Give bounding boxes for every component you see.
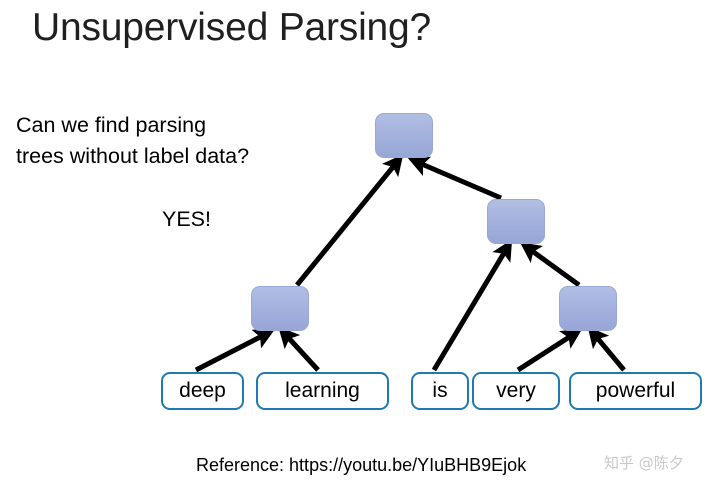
tree-edge-leaf-very-to-node-adjp-very-powerful — [516, 328, 583, 373]
leaf-word-is[interactable]: is — [411, 372, 469, 410]
leaf-label: very — [496, 378, 536, 402]
tree-edge-leaf-is-to-node-vp — [431, 239, 513, 372]
page-title: Unsupervised Parsing? — [32, 6, 432, 49]
tree-edge-leaf-learning-to-node-np-deep-learning — [278, 326, 320, 372]
leaf-label: learning — [285, 378, 360, 402]
tree-edge-leaf-deep-to-node-np-deep-learning — [194, 329, 275, 373]
answer-text: YES! — [162, 207, 211, 231]
leaf-word-very[interactable]: very — [472, 372, 560, 410]
leaf-word-learning[interactable]: learning — [256, 372, 389, 410]
question-text: Can we find parsing trees without label … — [16, 113, 250, 168]
watermark-text: 知乎 @陈夕 — [604, 454, 684, 472]
leaf-label: powerful — [595, 378, 676, 402]
leaf-word-powerful[interactable]: powerful — [569, 372, 702, 410]
tree-node-np-deep-learning[interactable] — [251, 286, 309, 331]
reference-link[interactable]: Reference: https://youtu.be/YIuBHB9Ejok — [196, 455, 527, 475]
leaf-label: is — [432, 378, 448, 402]
tree-edge-leaf-powerful-to-node-adjp-very-powerful — [587, 326, 626, 372]
tree-node-vp[interactable] — [487, 199, 545, 244]
leaf-label: deep — [179, 378, 226, 402]
tree-edge-node-adjp-very-powerful-to-node-vp — [519, 242, 581, 288]
tree-node-adjp-very-powerful[interactable] — [559, 286, 617, 331]
tree-edge-node-vp-to-node-root — [407, 156, 502, 201]
tree-edge-node-np-deep-learning-to-node-root — [295, 154, 404, 287]
tree-node-root[interactable] — [375, 113, 433, 158]
leaf-word-deep[interactable]: deep — [161, 372, 244, 410]
